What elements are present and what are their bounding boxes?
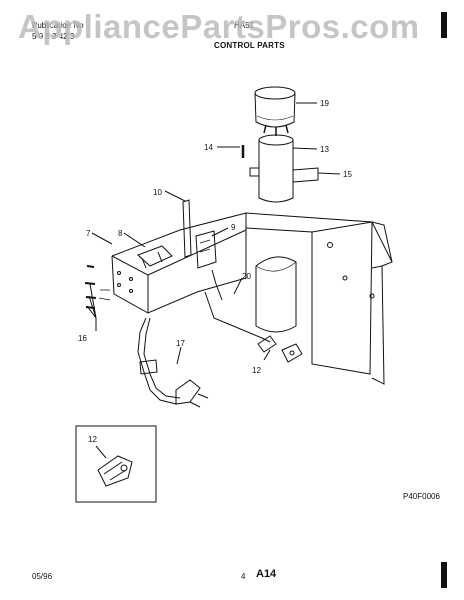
callout-7: 7 [86, 229, 91, 238]
inset-callout-12: 12 [88, 435, 97, 444]
watermark-text: AppliancePartsPros.com [18, 8, 420, 45]
callout-14: 14 [204, 143, 213, 152]
section-title: CONTROL PARTS [214, 41, 285, 50]
footer-section: A14 [256, 568, 277, 580]
bracket-clip-shape [257, 335, 303, 363]
callout-8: 8 [118, 229, 123, 238]
callout-20: 20 [242, 272, 251, 281]
callout-13: 13 [320, 145, 329, 154]
sensing-tube-shape [255, 256, 297, 333]
control-box-shape [111, 199, 247, 314]
callout-9: 9 [231, 223, 236, 232]
capacitor-cap-shape [254, 86, 296, 128]
control-panel-shape [245, 212, 393, 385]
callout-17: 17 [176, 339, 185, 348]
footer-page-number: 4 [241, 572, 246, 581]
capacitor-bracket-shape [292, 167, 319, 183]
publication-label: Publication No [32, 21, 84, 30]
callout-16: 16 [78, 334, 87, 343]
callout-10: 10 [153, 188, 162, 197]
registration-mark-top [441, 12, 447, 38]
callout-12: 12 [252, 366, 261, 375]
footer-date: 05/96 [32, 572, 53, 581]
registration-mark-bottom [441, 562, 447, 588]
capacitor-body-shape [258, 134, 294, 203]
power-cord-shape [137, 317, 209, 408]
inset-detail-box [75, 425, 157, 503]
callout-19: 19 [320, 99, 329, 108]
reference-code: P40F0006 [403, 492, 440, 501]
publication-number: 5 9 5 2 42 3 [32, 32, 75, 41]
model-number: HA51 [234, 21, 255, 30]
callout-15: 15 [343, 170, 352, 179]
